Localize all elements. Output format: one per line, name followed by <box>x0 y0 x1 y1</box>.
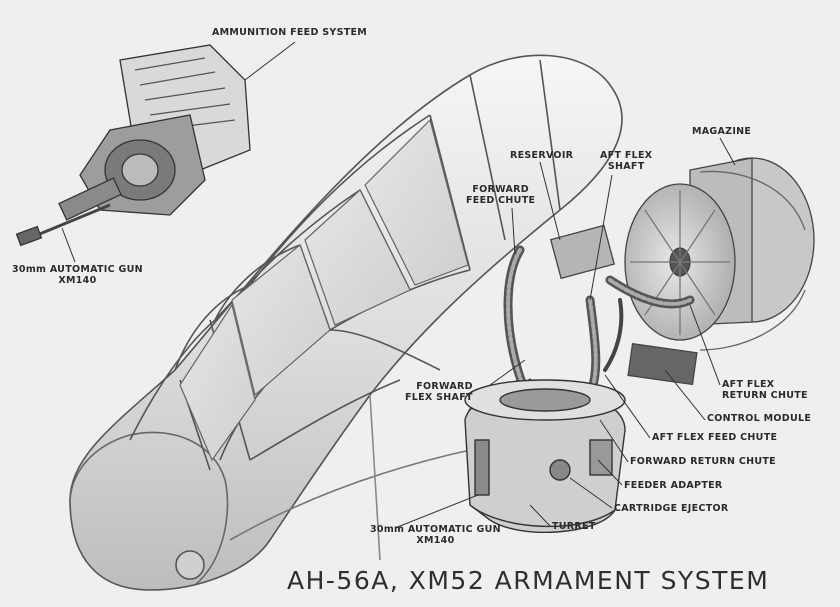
label-gun-top: 30mm AUTOMATIC GUN XM140 <box>12 264 143 286</box>
label-forward-flex-shaft: FORWARD FLEX SHAFT <box>405 381 473 403</box>
label-aft-flex-shaft-line1: AFT FLEX <box>600 150 653 161</box>
label-cartridge-ejector: CARTRIDGE EJECTOR <box>614 503 729 514</box>
gun-assembly-top <box>15 44 251 247</box>
leader-lines <box>61 41 736 529</box>
label-gun-bottom-line2: XM140 <box>416 535 455 546</box>
label-aft-flex-return-chute-line2: RETURN CHUTE <box>722 390 808 401</box>
label-gun-top-line2: XM140 <box>58 275 97 286</box>
label-aft-flex-feed-chute: AFT FLEX FEED CHUTE <box>652 432 778 443</box>
label-forward-return-chute: FORWARD RETURN CHUTE <box>630 456 776 467</box>
label-ammunition-feed-system: AMMUNITION FEED SYSTEM <box>212 27 368 38</box>
label-reservoir: RESERVOIR <box>510 150 574 161</box>
label-control-module: CONTROL MODULE <box>707 413 812 424</box>
label-aft-flex-return-chute: AFT FLEX RETURN CHUTE <box>722 379 808 401</box>
label-feeder-adapter: FEEDER ADAPTER <box>624 480 723 491</box>
label-forward-feed-chute: FORWARD FEED CHUTE <box>466 184 535 206</box>
label-aft-flex-shaft-line2: SHAFT <box>607 161 645 172</box>
label-turret: TURRET <box>552 521 596 532</box>
diagram-title: AH-56A, XM52 ARMAMENT SYSTEM <box>287 566 770 595</box>
label-gun-top-line1: 30mm AUTOMATIC GUN <box>12 264 143 275</box>
label-magazine: MAGAZINE <box>692 126 752 137</box>
magazine-drum <box>624 157 815 386</box>
label-forward-flex-shaft-line2: FLEX SHAFT <box>405 392 473 403</box>
label-forward-feed-chute-line1: FORWARD <box>472 184 529 195</box>
label-forward-feed-chute-line2: FEED CHUTE <box>466 195 536 206</box>
label-aft-flex-shaft: AFT FLEX SHAFT <box>600 150 652 172</box>
turret-assembly <box>464 379 626 533</box>
label-gun-bottom-line1: 30mm AUTOMATIC GUN <box>370 524 501 535</box>
label-forward-flex-shaft-line1: FORWARD <box>416 381 473 392</box>
label-gun-bottom: 30mm AUTOMATIC GUN XM140 <box>370 524 501 546</box>
fuselage-canopy <box>69 54 623 591</box>
reservoir-box <box>549 224 616 280</box>
label-aft-flex-return-chute-line1: AFT FLEX <box>722 379 775 390</box>
